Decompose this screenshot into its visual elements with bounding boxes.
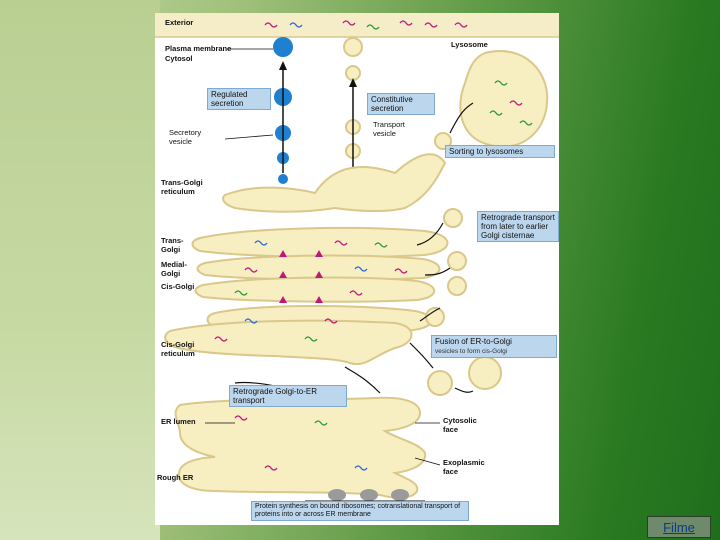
box-retrograde-golgi-to-er: Retrograde Golgi-to-ER transport [229,385,347,407]
lysosome-shape [459,50,549,148]
label-transport-vesicle: Transport vesicle [373,120,405,138]
label-cytosol: Cytosol [165,54,193,63]
cis-golgi-reticulum-shape [164,319,413,366]
label-rough-er: Rough ER [157,473,194,482]
label-leader-lines [205,48,441,466]
forward-transport-arrows [279,250,323,303]
box-sorting-to-lysosomes: Sorting to lysosomes [445,145,555,158]
cargo-proteins [214,20,533,471]
golgi-cisternae [191,226,449,334]
fusion-er-to-golgi-sub: vesicles to form cis-Golgi [435,348,508,355]
label-cis-golgi: Cis-Golgi [161,282,195,291]
label-cis-golgi-reticulum: Cis-Golgi reticulum [161,340,195,358]
box-regulated-secretion: Regulated secretion [207,88,271,110]
label-trans-golgi: Trans-Golgi [161,236,184,254]
box-protein-synthesis: Protein synthesis on bound ribosomes; co… [251,501,469,521]
label-er-lumen: ER lumen [161,417,196,426]
film-link-button[interactable]: Filme [647,516,711,538]
trans-golgi-reticulum-shape [222,153,447,213]
exterior-region [155,13,559,37]
label-exoplasmic-face: Exoplasmic face [443,458,485,476]
label-exterior: Exterior [165,18,194,27]
box-constitutive-secretion: Constitutive secretion [367,93,435,115]
label-plasma-membrane: Plasma membrane [165,44,232,53]
box-fusion-er-to-golgi: Fusion of ER-to-Golgi vesicles to form c… [431,335,557,358]
rough-er-shape [174,396,427,499]
label-medial-golgi: Medial-Golgi [161,260,187,278]
box-retrograde-transport: Retrograde transport from later to earli… [477,211,559,242]
fusion-er-to-golgi-title: Fusion of ER-to-Golgi [435,337,512,346]
golgi-secretory-pathway-figure: Exterior Plasma membrane Cytosol Lysosom… [155,13,559,525]
label-cytosolic-face: Cytosolic face [443,416,477,434]
pathway-diagram [155,13,559,502]
label-trans-golgi-reticulum: Trans-Golgi reticulum [161,178,203,196]
constitutive-secretion-path [343,37,363,178]
retrograde-vesicles [425,132,502,396]
regulated-secretion-path [273,37,293,184]
label-secretory-vesicle: Secretory vesicle [169,128,202,146]
slide-background-left [0,0,160,540]
label-lysosome: Lysosome [451,40,488,49]
